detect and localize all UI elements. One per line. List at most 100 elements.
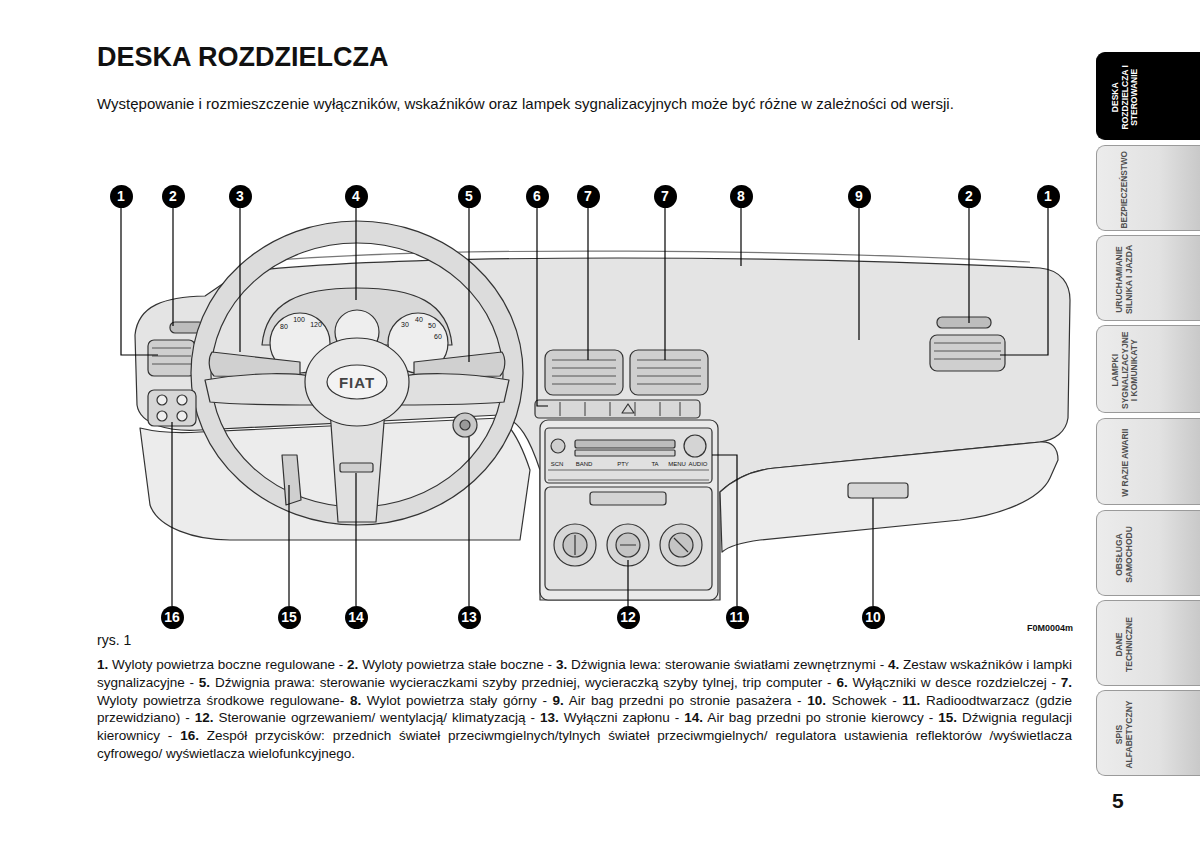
callout-number: 9 <box>848 185 871 208</box>
radio-slot <box>575 440 675 448</box>
wheel-spoke <box>330 410 385 522</box>
radio-button-label: PTY <box>617 461 629 468</box>
callout-number: 3 <box>229 185 252 208</box>
leader-line <box>468 437 469 606</box>
caption-number: 10. <box>807 693 826 708</box>
leader-line <box>288 485 289 606</box>
callout-number: 2 <box>958 185 981 208</box>
figure-code: F0M0004m <box>1027 623 1073 634</box>
radio-button-label: BAND <box>576 461 593 468</box>
intro-note: Występowanie i rozmieszczenie wyłącznikó… <box>97 95 1087 113</box>
caption-text: Dźwignia prawa: sterowanie wycieraczkami… <box>210 675 836 690</box>
callout-number: 11 <box>726 606 749 629</box>
callout-label: 12 <box>617 606 640 629</box>
caption-number: 11. <box>902 693 920 708</box>
leader-line <box>537 207 548 406</box>
callout-number: 7 <box>577 185 600 208</box>
callout-label: 6 <box>526 185 549 208</box>
callout-label: 9 <box>848 185 871 208</box>
climate-buttons <box>590 492 666 505</box>
caption-text: Zespół przycisków: przednich świateł prz… <box>97 728 1072 761</box>
caption-number: 13. <box>540 710 559 725</box>
leader-line <box>712 455 737 606</box>
radio <box>545 428 712 483</box>
switch-bar <box>535 400 700 418</box>
gauge-number: 30 <box>401 321 409 329</box>
callout-label: 8 <box>730 185 753 208</box>
tab-label: OBSŁUGA SAMOCHODU <box>1115 515 1134 593</box>
callout-number: 10 <box>862 606 885 629</box>
gauge-number: 60 <box>434 333 442 341</box>
leader-line <box>1000 207 1048 355</box>
callout-label: 7 <box>654 185 677 208</box>
leader-line <box>355 473 356 606</box>
leader-line <box>355 207 356 300</box>
side-vent-fixed <box>937 317 991 328</box>
callout-label: 14 <box>345 606 368 629</box>
glovebox-handle <box>848 483 908 498</box>
callout-number: 13 <box>458 606 481 629</box>
caption-text: Sterowanie ogrzewaniem/ wentylacją/ klim… <box>214 710 540 725</box>
callout-number: 6 <box>526 185 549 208</box>
leader-line <box>740 207 741 266</box>
caption-number: 15. <box>938 710 957 725</box>
radio-button-label: TA <box>651 461 658 468</box>
steering-wheel-rim <box>191 221 523 525</box>
chapter-tab: DESKA ROZDZIELCZA I STEROWANIE <box>1096 52 1200 140</box>
caption-number: 3. <box>556 657 567 672</box>
figure-caption: 1. Wyloty powietrza boczne regulowane - … <box>97 656 1072 763</box>
leader-line <box>171 422 172 606</box>
caption-text: Air bag przedni po stronie kierowcy - <box>703 710 938 725</box>
windshield-edge <box>250 251 1030 262</box>
radio-buttons <box>548 470 709 480</box>
airbag-mark <box>340 463 373 472</box>
callout-label: 10 <box>862 606 885 629</box>
leader-line <box>587 207 588 360</box>
center-console <box>540 420 718 600</box>
tab-label: DESKA ROZDZIELCZA I STEROWANIE <box>1111 57 1140 137</box>
logo-text: FIAT <box>339 374 375 392</box>
callout-number: 1 <box>110 185 133 208</box>
center-vent <box>630 350 708 395</box>
switch-pad <box>148 390 196 426</box>
gauge-number: 100 <box>293 316 305 324</box>
callout-label: 4 <box>345 185 368 208</box>
caption-text: Air bag przedni po stronie pasażera - <box>564 693 807 708</box>
knob-pointer <box>575 535 688 555</box>
callout-number: 12 <box>617 606 640 629</box>
caption-number: 6. <box>836 675 847 690</box>
leader-line <box>872 498 873 606</box>
switch-button <box>177 395 187 405</box>
caption-number: 16. <box>180 728 199 743</box>
caption-number: 4. <box>888 657 899 672</box>
caption-text: Wyloty powietrza stałe boczne - <box>358 657 556 672</box>
switch-dividers <box>560 402 680 416</box>
leader-line <box>239 207 240 352</box>
gauge-number: 80 <box>280 323 288 331</box>
switch-button <box>177 411 187 421</box>
center-vent <box>545 350 623 395</box>
leader-line <box>627 560 628 606</box>
ignition <box>453 413 477 437</box>
callout-label: 1 <box>110 185 133 208</box>
fiat-badge <box>327 365 387 399</box>
callout-number: 16 <box>161 606 184 629</box>
radio-button-label: MENU <box>668 461 686 468</box>
callout-label: 7 <box>577 185 600 208</box>
radio-pad <box>684 435 706 457</box>
tab-label: LAMPKI SYGNALIZACYJNE I KOMUNIKATY <box>1111 330 1140 410</box>
callout-number: 14 <box>345 606 368 629</box>
wheel-spoke <box>205 374 318 405</box>
caption-number: 2. <box>347 657 358 672</box>
side-vent <box>148 340 195 376</box>
radio-knob <box>551 439 565 453</box>
leader-line <box>858 207 859 340</box>
gauge-number: 120 <box>310 321 322 329</box>
caption-text: Schowek - <box>826 693 902 708</box>
leader-line <box>121 207 158 355</box>
chapter-tab: SPIS ALFABETYCZNY <box>1096 690 1200 776</box>
caption-number: 9. <box>553 693 564 708</box>
tab-label: DANE TECHNICZNE <box>1115 605 1134 683</box>
